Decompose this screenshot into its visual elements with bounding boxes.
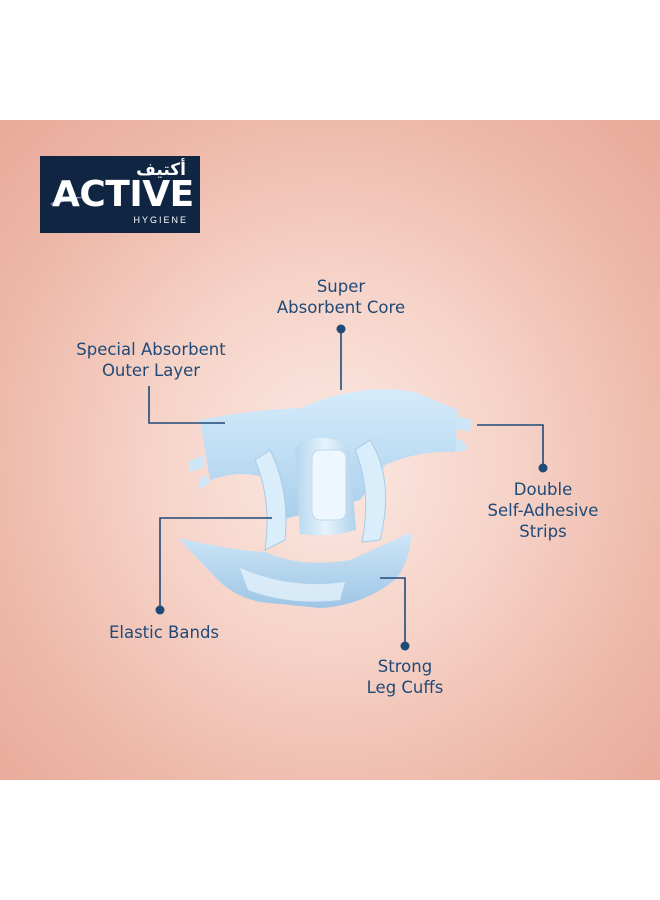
label-outer-line-2: Outer Layer <box>101 361 201 380</box>
right-elastic-gather <box>354 439 387 543</box>
core-dot-icon <box>336 324 346 334</box>
front-cuff-highlight <box>240 568 345 602</box>
left-elastic-gather <box>254 449 287 551</box>
core-pad <box>311 449 347 521</box>
label-core-line-1: Super <box>316 277 366 296</box>
logo-sub-text: HYGIENE <box>133 215 188 225</box>
leader-lines <box>148 330 544 646</box>
cuffs-dot-icon <box>400 641 410 651</box>
label-outer-line-1: Special Absorbent <box>76 340 226 359</box>
diaper-front-panel <box>178 532 412 608</box>
elastic-dot-icon <box>155 605 165 615</box>
strips-leader-line <box>477 424 544 468</box>
label-cuffs-line-1: Strong <box>377 657 433 676</box>
label-core-line-2: Absorbent Core <box>276 298 406 317</box>
left-lower-tab <box>199 475 210 489</box>
label-super-absorbent-core: Super Absorbent Core <box>262 276 420 318</box>
active-hygiene-logo: أكتيف ACTIVE HYGIENE <box>40 156 200 233</box>
left-upper-tab <box>188 455 205 472</box>
label-strips-line-2: Self-Adhesive <box>487 501 599 520</box>
elastic-leader-line <box>159 517 272 610</box>
label-strips-line-1: Double <box>513 480 573 499</box>
diaper-diagram <box>148 324 548 651</box>
diaper-illustration <box>178 389 472 608</box>
label-strips-line-3: Strips <box>519 522 567 541</box>
leader-dots <box>155 324 548 651</box>
logo-swoosh-icon <box>50 196 86 206</box>
outer-leader-line <box>148 386 225 424</box>
label-cuffs-line-2: Leg Cuffs <box>366 678 444 697</box>
label-leg-cuffs: Strong Leg Cuffs <box>350 656 460 698</box>
cuffs-leader-line <box>380 577 406 646</box>
label-self-adhesive-strips: Double Self-Adhesive Strips <box>474 479 612 542</box>
label-outer-layer: Special Absorbent Outer Layer <box>62 339 240 381</box>
product-panel: أكتيف ACTIVE HYGIENE <box>0 120 660 780</box>
label-elastic-line-1: Elastic Bands <box>108 623 220 642</box>
right-lower-tab <box>453 438 468 452</box>
strips-dot-icon <box>538 463 548 473</box>
label-elastic-bands: Elastic Bands <box>94 622 234 643</box>
logo-arabic-text: أكتيف <box>136 160 186 180</box>
right-upper-tab <box>455 416 472 432</box>
logo-brand-text: ACTIVE <box>52 174 194 215</box>
